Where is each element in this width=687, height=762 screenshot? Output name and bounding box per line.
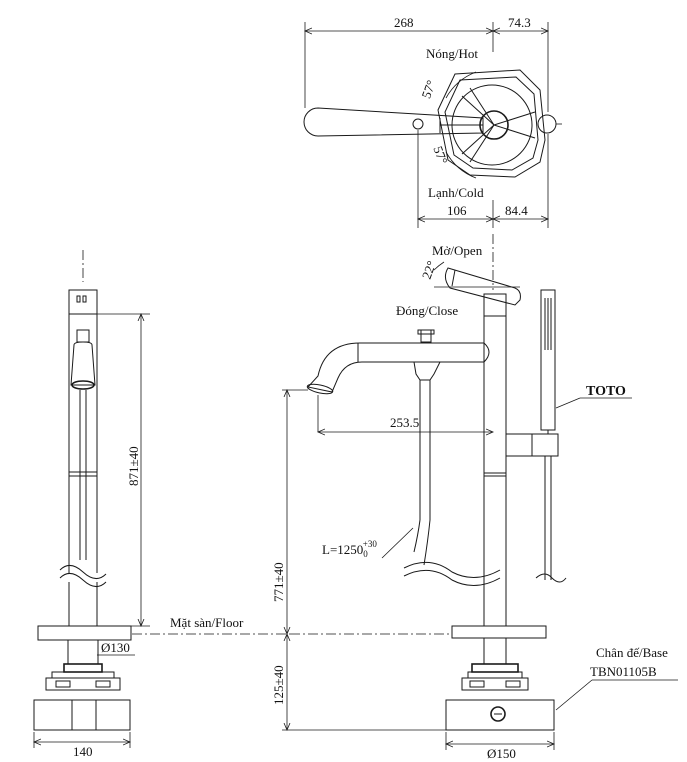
top-spray-head	[537, 114, 557, 134]
dim-125: 125±40	[271, 665, 286, 705]
dim-140: 140	[73, 744, 93, 759]
dim-84-4: 84.4	[505, 203, 528, 218]
side-base-box	[33, 699, 131, 731]
hose-length-label: L=12500+30	[322, 539, 377, 559]
side-lever-cap	[68, 289, 98, 315]
hot-angle-label: 57°	[418, 78, 438, 100]
top-lever	[303, 107, 484, 137]
close-label: Đóng/Close	[396, 303, 458, 318]
dim-871: 871±40	[126, 446, 141, 486]
lever-angle-label: 22°	[419, 259, 439, 281]
top-lever-hole	[412, 118, 424, 130]
base-code-label: TBN01105B	[590, 664, 657, 679]
dim-253-5: 253.5	[390, 415, 419, 430]
hot-label: Nóng/Hot	[426, 46, 478, 61]
open-label: Mở/Open	[432, 243, 483, 258]
side-view: 871±40 Ø130 140	[34, 250, 290, 759]
dim-130: Ø130	[101, 640, 130, 655]
dim-150: Ø150	[487, 746, 516, 761]
cold-angle-label: 57°	[430, 144, 450, 166]
top-center-knob	[479, 110, 509, 140]
floor-label: Mặt sàn/Floor	[170, 615, 244, 630]
brand-label: TOTO	[586, 384, 626, 399]
cold-label: Lạnh/Cold	[428, 185, 484, 200]
diverter-knob	[420, 329, 432, 343]
dim-268: 268	[394, 15, 414, 30]
side-floor-flange	[37, 625, 132, 641]
top-body-outline	[437, 69, 546, 178]
front-spout	[307, 342, 484, 393]
front-floor-flange	[451, 625, 547, 639]
side-spout	[70, 341, 96, 386]
dim-74-3: 74.3	[508, 15, 531, 30]
dim-771: 771±40	[271, 562, 286, 602]
front-base-box	[445, 699, 555, 731]
base-screw	[490, 706, 506, 722]
base-title-label: Chân đế/Base	[596, 645, 668, 660]
top-body-inner	[444, 76, 539, 171]
front-lever	[444, 267, 521, 306]
top-view: 57° 57° Nóng/Hot Lạnh/Cold 268 74.3 106 …	[303, 15, 562, 228]
dim-106: 106	[447, 203, 467, 218]
front-view: 22° Mở/Open Đóng/Close	[170, 234, 678, 761]
